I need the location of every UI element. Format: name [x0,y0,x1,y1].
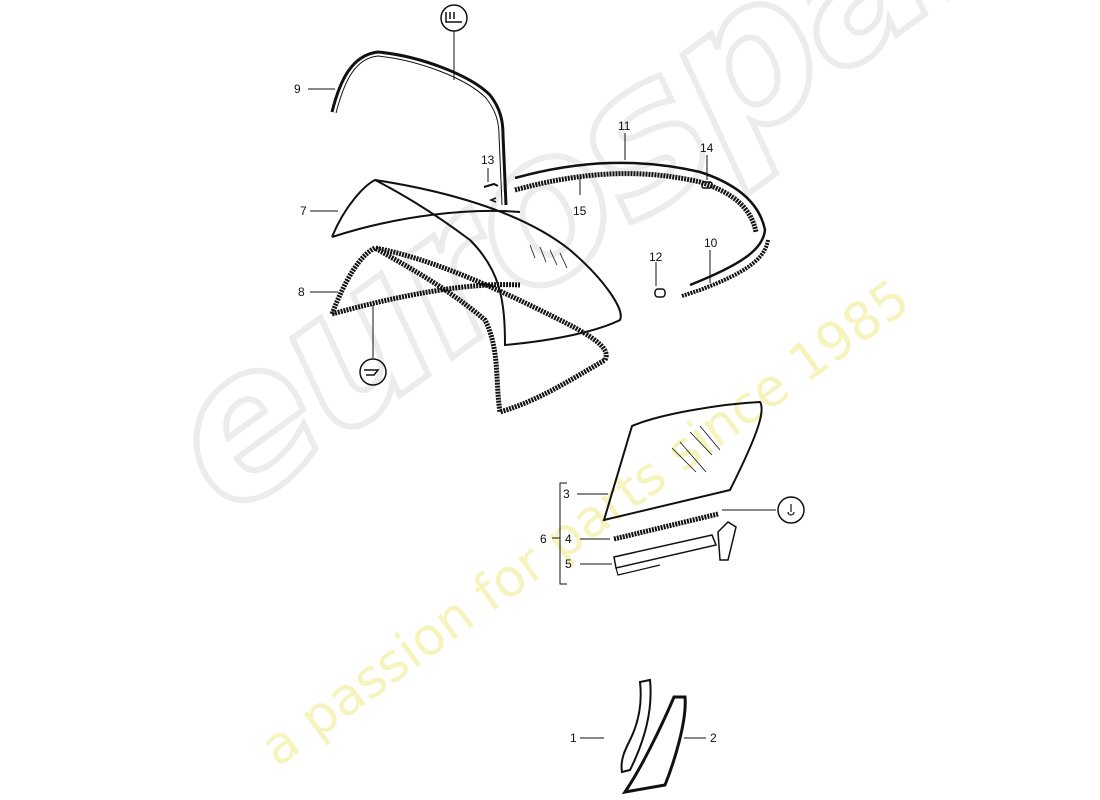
part-11-roof-trim-strip [514,133,767,287]
part-15-seal-strip [514,171,759,233]
part-5-lift-rail [580,521,737,576]
callout-10: 10 [704,236,718,250]
seal-profile-symbol [440,4,468,80]
part-14-clip [701,155,713,189]
part-12-end-cap [654,262,666,298]
callout-2: 2 [710,731,717,745]
callout-11: 11 [618,119,631,133]
part-10-rear-side-seal [681,239,770,298]
sealant-symbol [359,358,387,386]
callout-4: 4 [565,532,572,546]
part-8-rear-window-seal [310,245,609,416]
callout-14: 14 [700,141,714,155]
callout-5: 5 [565,557,572,571]
part-1-quarter-vent-glass [580,678,652,774]
callout-15: 15 [573,204,587,218]
callout-8: 8 [298,285,305,299]
callout-6: 6 [540,532,547,546]
part-9-roof-frame-seal [308,50,508,206]
part-7-rear-window [310,178,622,347]
callout-9: 9 [294,82,301,96]
part-2-quarter-vent-seal [621,695,706,795]
callout-12: 12 [649,250,663,264]
adhesive-drop-symbol [777,496,805,524]
callout-7: 7 [300,204,307,218]
part-13-clip [483,168,499,203]
callout-3: 3 [563,487,570,501]
part-4-channel-seal [580,509,776,542]
callout-1: 1 [570,731,577,745]
callout-13: 13 [481,153,495,167]
part-3-door-window-glass [577,400,763,522]
part-6-assembly-bracket [552,482,567,585]
